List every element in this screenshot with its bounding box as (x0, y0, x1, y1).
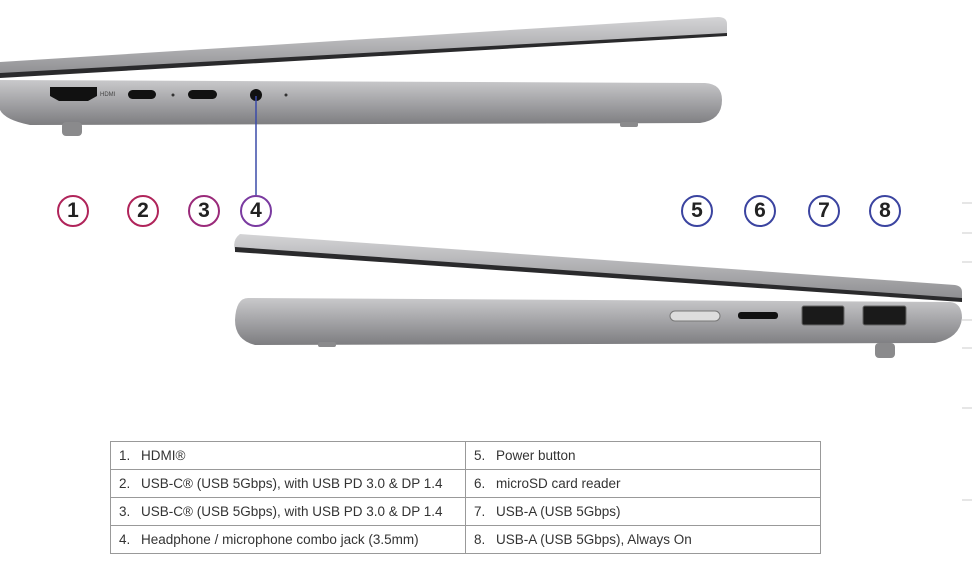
callout-8: 8 (869, 195, 901, 227)
item-label: Power button (496, 448, 576, 463)
item-number: 2. (119, 476, 131, 491)
callout-4: 4 (240, 195, 272, 227)
item-label: USB-A (USB 5Gbps), Always On (496, 532, 692, 547)
item-label: Headphone / microphone combo jack (3.5mm… (141, 532, 419, 547)
laptop-right-side (234, 234, 962, 358)
callout-2: 2 (127, 195, 159, 227)
item-number: 3. (119, 504, 131, 519)
usb-a-port-1 (801, 305, 845, 326)
laptop-left-side: HDMI (0, 17, 727, 136)
port-legend-table: 1. HDMI® 5. Power button 2. USB-C® (USB 5Gb… (110, 441, 821, 554)
rubber-foot (62, 122, 82, 136)
table-row: 2. USB-C® (USB 5Gbps), with USB PD 3.0 & … (110, 469, 821, 498)
item-number: 7. (474, 504, 486, 519)
rubber-foot (875, 343, 895, 358)
item-number: 8. (474, 532, 486, 547)
item-number: 1. (119, 448, 131, 463)
usb-c-port-2 (188, 90, 217, 99)
table-row: 4. Headphone / microphone combo jack (3.5… (110, 525, 821, 554)
item-label: USB-C® (USB 5Gbps), with USB PD 3.0 & DP… (141, 504, 443, 519)
item-label: USB-C® (USB 5Gbps), with USB PD 3.0 & DP… (141, 476, 443, 491)
item-number: 4. (119, 532, 131, 547)
callout-6: 6 (744, 195, 776, 227)
hdmi-label: HDMI (100, 92, 116, 98)
item-number: 5. (474, 448, 486, 463)
item-label: HDMI® (141, 448, 186, 463)
power-button (669, 310, 721, 322)
callout-7: 7 (808, 195, 840, 227)
item-label: microSD card reader (496, 476, 621, 491)
audio-jack (250, 89, 262, 101)
table-row: 1. HDMI® 5. Power button (110, 441, 821, 470)
edge-ticks (962, 202, 972, 501)
hdmi-port (50, 87, 97, 101)
callout-3: 3 (188, 195, 220, 227)
usb-c-port-1 (128, 90, 156, 99)
microsd-slot (738, 312, 778, 319)
callout-1: 1 (57, 195, 89, 227)
callout-5: 5 (681, 195, 713, 227)
item-label: USB-A (USB 5Gbps) (496, 504, 621, 519)
callout-lines (72, 96, 886, 316)
item-number: 6. (474, 476, 486, 491)
table-row: 3. USB-C® (USB 5Gbps), with USB PD 3.0 & … (110, 497, 821, 526)
